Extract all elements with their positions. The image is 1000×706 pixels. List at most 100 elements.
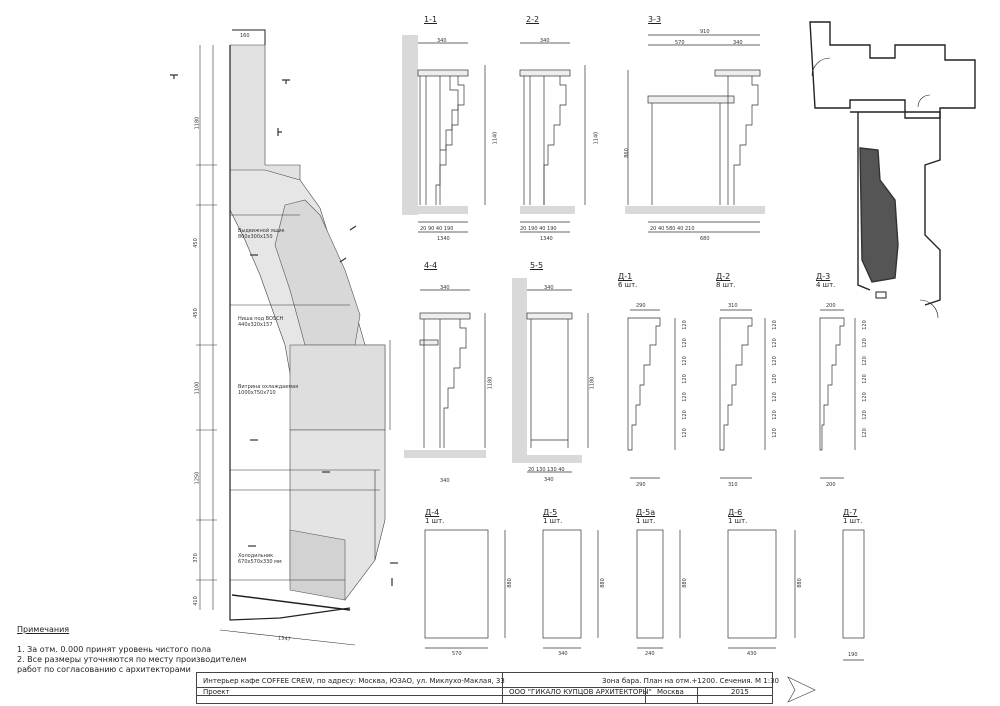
step-dim-label: 120 bbox=[681, 392, 688, 402]
bar-plan bbox=[170, 29, 398, 646]
panel-d6-h: 880 bbox=[796, 578, 803, 588]
section-1-1-top: 340 bbox=[437, 38, 447, 44]
section-1-1-drawing bbox=[402, 35, 486, 233]
plan-label-showcase: Витрина охлаждаемая bbox=[238, 384, 299, 390]
detail-d3-bot: 200 bbox=[826, 482, 836, 488]
section-4-4-drawing bbox=[404, 289, 486, 458]
plan-dim-left-1: 450 bbox=[192, 238, 199, 248]
title-object: Интерьер кафе COFFEE CREW, по адресу: Мо… bbox=[203, 677, 505, 685]
section-3-3-sum: 20 40 580 40 210 bbox=[650, 226, 695, 232]
section-3-3-bot: 680 bbox=[700, 236, 710, 242]
section-2-2-drawing bbox=[519, 42, 586, 233]
section-3-3-h: 860 bbox=[623, 148, 630, 158]
title-firm: ООО "ГИКАЛО КУПЦОВ АРХИТЕКТОРЫ" bbox=[509, 688, 652, 696]
section-5-5-label: 5-5 bbox=[530, 261, 544, 270]
plan-label-fridge: Холодильник bbox=[238, 553, 274, 559]
step-dim-label: 120 bbox=[771, 356, 778, 366]
section-5-5-bot: 340 bbox=[544, 477, 554, 483]
section-2-2-bot: 1340 bbox=[540, 236, 553, 242]
step-dim-label: 120 bbox=[771, 392, 778, 402]
detail-d1-drawing bbox=[627, 309, 676, 479]
north-arrow bbox=[787, 676, 816, 703]
plan-label-showcase-size: 1000х750х710 bbox=[238, 390, 276, 396]
plan-label-fridge-size: 670х570х330 мм bbox=[238, 559, 282, 565]
step-dim-label: 120 bbox=[681, 356, 688, 366]
detail-d2-drawing bbox=[719, 309, 766, 479]
section-2-2-label: 2-2 bbox=[526, 15, 540, 24]
panel-d5a-h: 880 bbox=[681, 578, 688, 588]
step-dim-label: 120 bbox=[861, 320, 868, 330]
step-dim-label: 120 bbox=[771, 320, 778, 330]
step-dim-label: 120 bbox=[771, 338, 778, 348]
plan-dim-left-3: 1100 bbox=[194, 381, 201, 395]
section-3-3-label: 3-3 bbox=[648, 15, 662, 24]
title-stage: Проект bbox=[203, 688, 230, 696]
section-2-2-sum: 20 190 40 190 bbox=[520, 226, 557, 232]
section-5-5-sum: 20 130 130 40 bbox=[528, 467, 565, 473]
step-dim-label: 120 bbox=[861, 410, 868, 420]
step-dim-label: 120 bbox=[681, 428, 688, 438]
step-dim-label: 120 bbox=[861, 338, 868, 348]
title-year: 2015 bbox=[731, 688, 749, 696]
section-1-1-h: 1140 bbox=[492, 131, 499, 145]
plan-label-drawer: Выдвижной ящик bbox=[238, 228, 285, 234]
panel-d4-w: 570 bbox=[452, 651, 462, 657]
note-3: работ по согласованию с архитекторами bbox=[17, 665, 191, 674]
step-dim-label: 120 bbox=[861, 356, 868, 366]
step-dim-label: 120 bbox=[681, 338, 688, 348]
plan-dim-left-4: 1250 bbox=[194, 471, 201, 485]
section-2-2-h: 1140 bbox=[593, 131, 600, 145]
panel-d7-w: 190 bbox=[848, 652, 858, 658]
panel-d5-w: 340 bbox=[558, 651, 568, 657]
plan-dim-left-0: 1180 bbox=[194, 116, 201, 130]
title-block: Интерьер кафе COFFEE CREW, по адресу: Мо… bbox=[196, 672, 779, 704]
plan-label-drawer-size: 800х300х150 bbox=[238, 234, 273, 240]
section-3-3-w2: 340 bbox=[733, 40, 743, 46]
section-1-1-bot: 1340 bbox=[437, 236, 450, 242]
detail-d2-bot: 310 bbox=[728, 482, 738, 488]
step-dim-label: 120 bbox=[861, 392, 868, 402]
section-3-3-drawing bbox=[625, 34, 765, 233]
section-1-1-label: 1-1 bbox=[424, 15, 438, 24]
notes-block: Примечания 1. За отм. 0.000 принят урове… bbox=[17, 625, 246, 675]
section-5-5-h: 1180 bbox=[589, 376, 596, 390]
detail-d1-top: 290 bbox=[636, 303, 646, 309]
notes-title: Примечания bbox=[17, 625, 70, 634]
key-plan bbox=[809, 21, 976, 319]
section-1-1-sum: 20 90 40 190 bbox=[420, 226, 454, 232]
section-4-4-h: 1180 bbox=[487, 376, 494, 390]
title-sheet: Зона бара. План на отм.+1200. Сечения. М… bbox=[602, 677, 779, 685]
note-2: 2. Все размеры уточняются по месту произ… bbox=[17, 655, 247, 664]
step-dim-label: 120 bbox=[771, 428, 778, 438]
plan-dim-left-6: 410 bbox=[192, 596, 199, 606]
step-dim-label: 120 bbox=[861, 428, 868, 438]
plan-dim-left-2: 450 bbox=[192, 308, 199, 318]
panels-drawing bbox=[424, 529, 865, 661]
plan-dim-top: 160 bbox=[240, 33, 250, 39]
detail-d1-bot: 290 bbox=[636, 482, 646, 488]
step-dim-label: 120 bbox=[861, 374, 868, 384]
section-2-2-top: 340 bbox=[540, 38, 550, 44]
detail-d2-top: 310 bbox=[728, 303, 738, 309]
plan-label-niche-size: 440х320х157 bbox=[238, 322, 273, 328]
plan-label-niche: Ниша под BOSCH bbox=[238, 316, 284, 322]
plan-dim-left-5: 370 bbox=[192, 553, 199, 563]
section-4-4-top: 340 bbox=[440, 285, 450, 291]
step-dim-label: 120 bbox=[681, 410, 688, 420]
section-3-3-w1: 570 bbox=[675, 40, 685, 46]
step-dim-label: 120 bbox=[681, 374, 688, 384]
title-city: Москва bbox=[657, 688, 684, 696]
detail-d3-top: 200 bbox=[826, 303, 836, 309]
panel-d6-w: 430 bbox=[747, 651, 757, 657]
step-dim-label: 120 bbox=[681, 320, 688, 330]
section-4-4-bot: 340 bbox=[440, 478, 450, 484]
section-3-3-top: 910 bbox=[700, 29, 710, 35]
